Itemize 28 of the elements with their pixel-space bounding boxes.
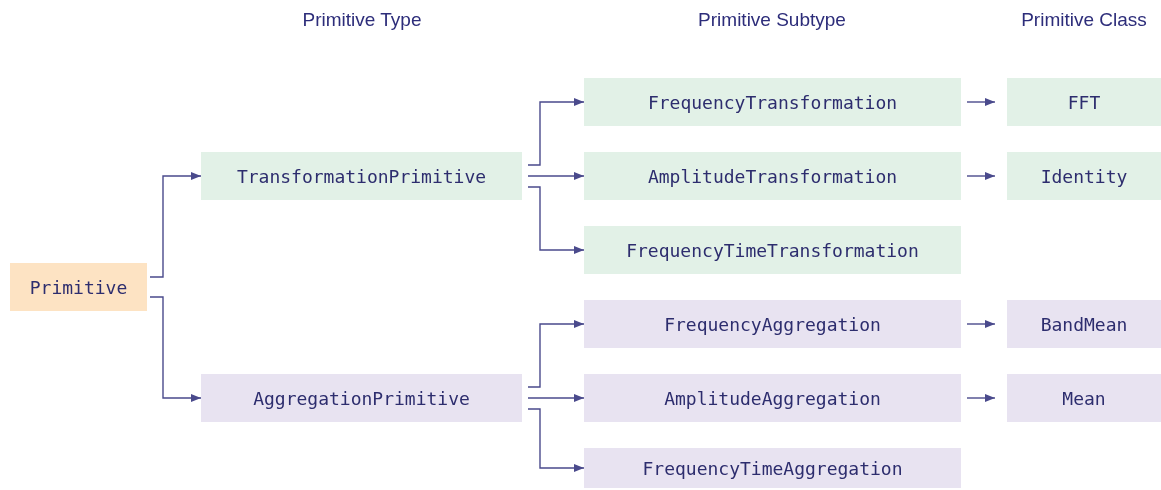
arrow — [149, 172, 202, 278]
class-box: AggregationPrimitive — [201, 374, 522, 422]
class-box: TransformationPrimitive — [201, 152, 522, 200]
arrow — [966, 394, 996, 402]
arrow — [527, 408, 585, 472]
class-box: BandMean — [1007, 300, 1161, 348]
class-box: FrequencyTransformation — [584, 78, 961, 126]
class-box: FrequencyAggregation — [584, 300, 961, 348]
arrow — [149, 296, 202, 402]
column-header: Primitive Type — [302, 9, 422, 31]
class-box: FFT — [1007, 78, 1161, 126]
class-box: AmplitudeTransformation — [584, 152, 961, 200]
arrow — [527, 98, 585, 166]
class-box: FrequencyTimeTransformation — [584, 226, 961, 274]
arrow — [527, 186, 585, 254]
arrow — [966, 98, 996, 106]
arrow — [527, 320, 585, 388]
class-box: Primitive — [10, 263, 147, 311]
arrow — [966, 172, 996, 180]
arrow — [966, 320, 996, 328]
arrow — [527, 394, 585, 402]
column-header: Primitive Class — [1021, 9, 1147, 31]
class-box: AmplitudeAggregation — [584, 374, 961, 422]
arrow — [527, 172, 585, 180]
class-box: FrequencyTimeAggregation — [584, 448, 961, 488]
column-header: Primitive Subtype — [698, 9, 846, 31]
class-box: Identity — [1007, 152, 1161, 200]
class-box: Mean — [1007, 374, 1161, 422]
